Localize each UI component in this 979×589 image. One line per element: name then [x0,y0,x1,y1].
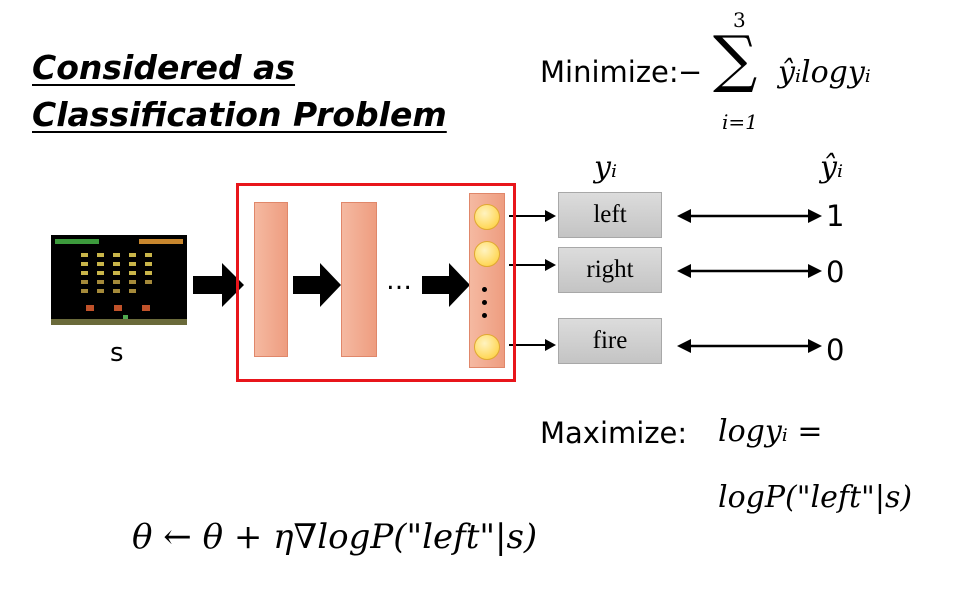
output-header-yhat: ŷᵢ [820,150,843,185]
block-arrow-2 [293,263,341,307]
output-unit-left [474,204,500,230]
output-unit-fire [474,334,500,360]
minimize-minus: − [678,55,703,89]
sum-upper-bound: 3 [733,8,746,32]
minimize-term: ŷᵢlogyᵢ [778,55,871,90]
minimize-label: Minimize: [540,55,679,89]
space-invaders-graphic [51,239,187,325]
sum-symbol: ∑ [713,22,758,95]
input-label: s [110,338,124,368]
maximize-expr-line-1: logyᵢ = [718,414,823,449]
block-arrow-1 [193,263,244,307]
game-screen-image [51,235,187,325]
action-box-fire: fire [558,318,662,364]
sum-lower-bound: i=1 [722,110,758,134]
target-fire: 0 [826,333,845,367]
target-right: 0 [826,255,845,289]
heading-line-1: Considered as [32,48,296,87]
maximize-expr-line-2: logP("left"|s) [718,480,913,515]
network-highlight-box [236,183,516,382]
output-unit-right [474,241,500,267]
action-box-right: right [558,247,662,293]
hidden-layer-2 [341,202,377,357]
action-box-left: left [558,192,662,238]
output-header-y: yᵢ [594,150,617,185]
layers-ellipsis: … [386,266,412,296]
maximize-label: Maximize: [540,416,688,450]
update-rule: θ ← θ + η∇logP("left"|s) [132,517,538,557]
hidden-layer-1 [254,202,288,357]
heading-line-2: Classification Problem [32,95,447,134]
output-units-vertical-dots [482,287,488,321]
block-arrow-3 [422,263,470,307]
target-left: 1 [826,199,845,233]
